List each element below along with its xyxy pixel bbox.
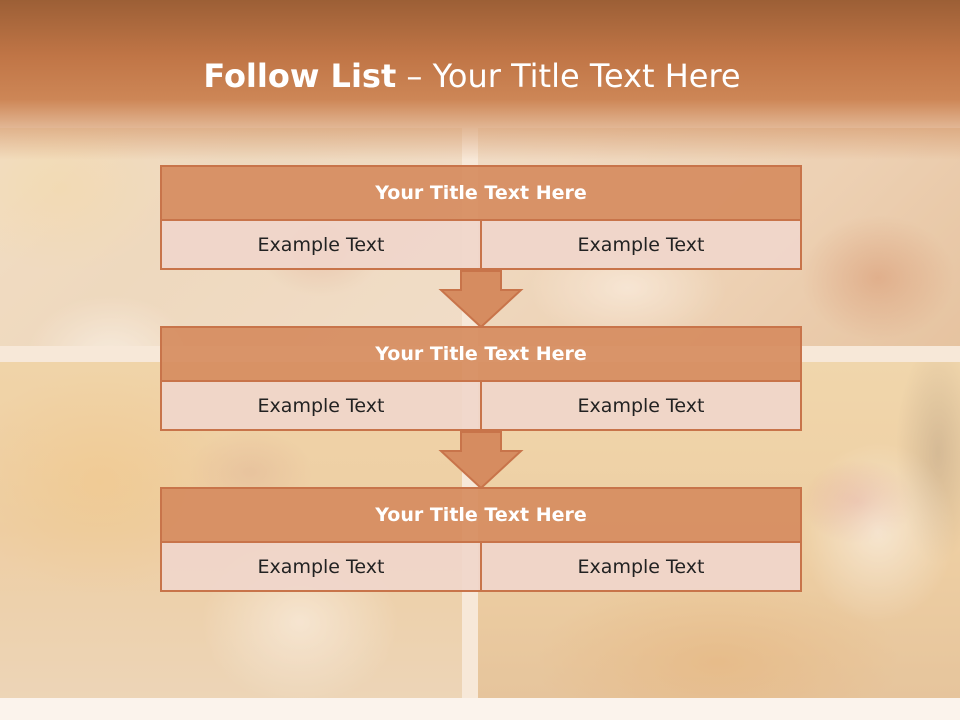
- flow-cell-right: Example Text: [480, 543, 800, 590]
- flow-cell-left: Example Text: [257, 233, 385, 256]
- flow-block-3: Your Title Text Here Example Text Exampl…: [160, 487, 802, 592]
- title-banner: Follow List – Your Title Text Here: [0, 0, 960, 160]
- flow-block-1: Your Title Text Here Example Text Exampl…: [160, 165, 802, 270]
- flow-cell-right: Example Text: [480, 382, 800, 429]
- flow-block-row: Example Text Example Text: [160, 221, 802, 270]
- flow-block-row: Example Text Example Text: [160, 543, 802, 592]
- slide-title: Follow List – Your Title Text Here: [0, 54, 944, 98]
- flow-block-row: Example Text Example Text: [160, 382, 802, 431]
- flow-block-2: Your Title Text Here Example Text Exampl…: [160, 326, 802, 431]
- flow-block-heading: Your Title Text Here: [160, 326, 802, 382]
- flow-cell-left: Example Text: [257, 394, 385, 417]
- down-arrow-icon: [438, 431, 524, 490]
- flow-cell-right: Example Text: [480, 221, 800, 268]
- flow-block-heading: Your Title Text Here: [160, 165, 802, 221]
- title-dash: –: [396, 57, 433, 95]
- flow-cell-left: Example Text: [257, 555, 385, 578]
- title-rest: Your Title Text Here: [432, 57, 741, 95]
- title-bold: Follow List: [203, 57, 397, 95]
- down-arrow-icon: [438, 270, 524, 329]
- bottom-strip: [0, 698, 960, 720]
- flow-block-heading: Your Title Text Here: [160, 487, 802, 543]
